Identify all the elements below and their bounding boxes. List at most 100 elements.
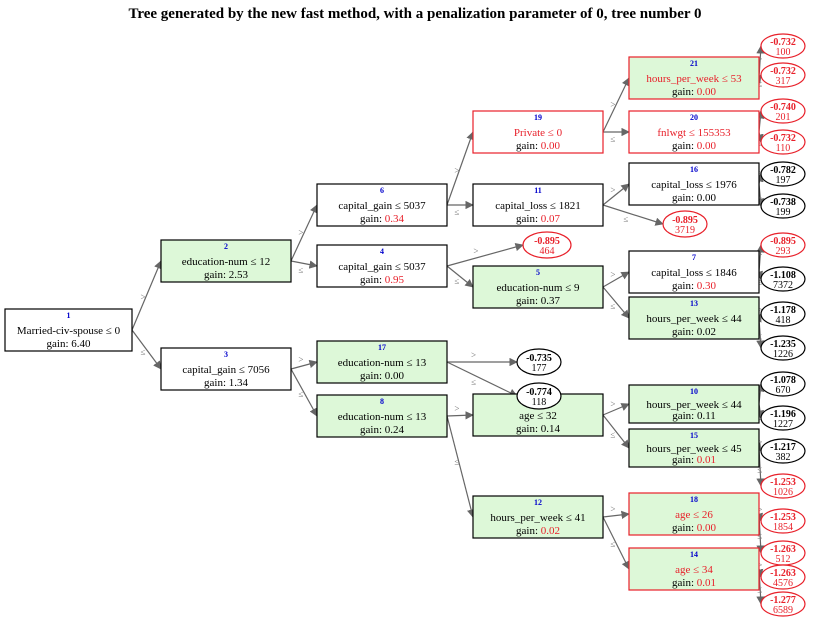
tree-node-gain: gain: 0.02 xyxy=(672,326,716,338)
edge-label-13-to-L13: > xyxy=(757,304,762,314)
leaf-ellipse xyxy=(760,129,806,155)
leaf-ellipse xyxy=(760,301,806,327)
tree-node-id: 6 xyxy=(380,186,384,195)
tree-node-box xyxy=(316,183,448,227)
tree-node-id: 3 xyxy=(224,350,228,359)
leaf-value: -0.735 xyxy=(526,353,552,364)
tree-node-id: 11 xyxy=(534,186,542,195)
leaf-value: -1.253 xyxy=(770,477,796,488)
edge-label-6-to-11: ≤ xyxy=(454,207,459,217)
leaf-count: 3719 xyxy=(675,225,695,236)
leaf-ellipse xyxy=(662,210,708,238)
edge-1-to-2 xyxy=(131,260,162,331)
tree-node-gain: gain: 0.00 xyxy=(360,370,405,382)
tree-node-gain: gain: 0.34 xyxy=(360,213,405,225)
leaf-ellipse xyxy=(760,232,806,258)
leaf-value: -0.895 xyxy=(672,215,698,226)
leaf-count: 1227 xyxy=(773,419,793,430)
tree-node-condition: education-num ≤ 12 xyxy=(182,256,271,268)
leaf-value: -0.895 xyxy=(534,236,560,247)
edge-4-to-5 xyxy=(446,265,474,288)
tree-node-id: 7 xyxy=(692,253,696,262)
tree-node-condition: education-num ≤ 13 xyxy=(338,357,427,369)
leaf-value: -1.263 xyxy=(770,544,796,555)
tree-node-gain: gain: 6.40 xyxy=(47,338,92,350)
tree-node-id: 5 xyxy=(536,268,540,277)
tree-node-id: 15 xyxy=(690,431,698,440)
edge-17-to-L3 xyxy=(446,361,518,397)
tree-node-gain: gain: 0.14 xyxy=(516,423,561,435)
tree-node-condition: age ≤ 26 xyxy=(675,509,713,521)
tree-node-condition: capital_loss ≤ 1821 xyxy=(495,200,580,212)
edge-label-9-to-10: > xyxy=(610,399,615,409)
leaf-value: -0.732 xyxy=(770,37,796,48)
tree-node-id: 19 xyxy=(534,113,542,122)
leaf-count: 197 xyxy=(776,175,791,186)
tree-node-id: 8 xyxy=(380,397,384,406)
tree-node-condition: hours_per_week ≤ 53 xyxy=(646,73,742,85)
tree-node-condition: capital_loss ≤ 1976 xyxy=(651,179,737,191)
leaf-count: 118 xyxy=(532,397,547,408)
tree-node-box xyxy=(628,492,760,536)
leaf-count: 512 xyxy=(776,554,791,565)
edge-label-17-to-L3: ≤ xyxy=(471,377,476,387)
tree-node-gain: gain: 0.00 xyxy=(672,86,717,98)
tree-node-condition: capital_gain ≤ 5037 xyxy=(338,200,426,212)
leaf-ellipse xyxy=(760,564,806,590)
edge-label-19-to-20: ≤ xyxy=(610,134,615,144)
leaf-count: 201 xyxy=(776,112,791,123)
leaf-count: 4576 xyxy=(773,578,793,589)
edge-label-8-to-12: ≤ xyxy=(454,456,459,466)
edge-label-7-to-L12: ≤ xyxy=(757,277,762,287)
tree-node-box xyxy=(472,265,604,309)
edge-label-1-to-3: ≤ xyxy=(141,347,146,357)
edge-label-4-to-L1: > xyxy=(473,246,478,256)
leaf-value: -1.108 xyxy=(770,270,796,281)
tree-node-condition: education-num ≤ 9 xyxy=(496,282,580,294)
edge-label-7-to-L11: > xyxy=(757,250,762,260)
leaf-ellipse xyxy=(522,231,572,259)
tree-node-box xyxy=(472,110,604,154)
edge-4-to-L1 xyxy=(446,242,524,267)
leaf-ellipse xyxy=(760,473,806,499)
leaf-ellipse xyxy=(516,382,562,410)
leaf-value: -0.774 xyxy=(526,387,552,398)
tree-node-condition: hours_per_week ≤ 41 xyxy=(490,512,585,524)
edge-11-to-L4 xyxy=(602,204,664,226)
tree-node-box xyxy=(160,347,292,391)
diagram-title: Tree generated by the new fast method, w… xyxy=(128,6,702,22)
edge-label-2-to-6: > xyxy=(298,228,303,238)
edge-3-to-17 xyxy=(290,359,318,370)
edge-6-to-19 xyxy=(446,131,475,206)
tree-node-box xyxy=(160,239,292,283)
tree-node-id: 2 xyxy=(224,242,228,251)
tree-node-id: 17 xyxy=(378,343,386,352)
tree-node-gain: gain: 0.00 xyxy=(672,192,717,204)
leaf-ellipse xyxy=(760,266,806,292)
edge-label-20-to-L7: > xyxy=(757,112,762,122)
leaf-value: -1.277 xyxy=(770,595,796,606)
leaf-ellipse xyxy=(760,405,806,431)
tree-node-gain: gain: 0.00 xyxy=(516,140,561,152)
edge-label-14-to-L21: > xyxy=(757,560,762,570)
tree-node-gain: gain: 0.00 xyxy=(672,522,717,534)
tree-node-box xyxy=(628,428,760,468)
tree-node-condition: capital_gain ≤ 7056 xyxy=(182,364,270,376)
leaf-count: 670 xyxy=(776,385,791,396)
